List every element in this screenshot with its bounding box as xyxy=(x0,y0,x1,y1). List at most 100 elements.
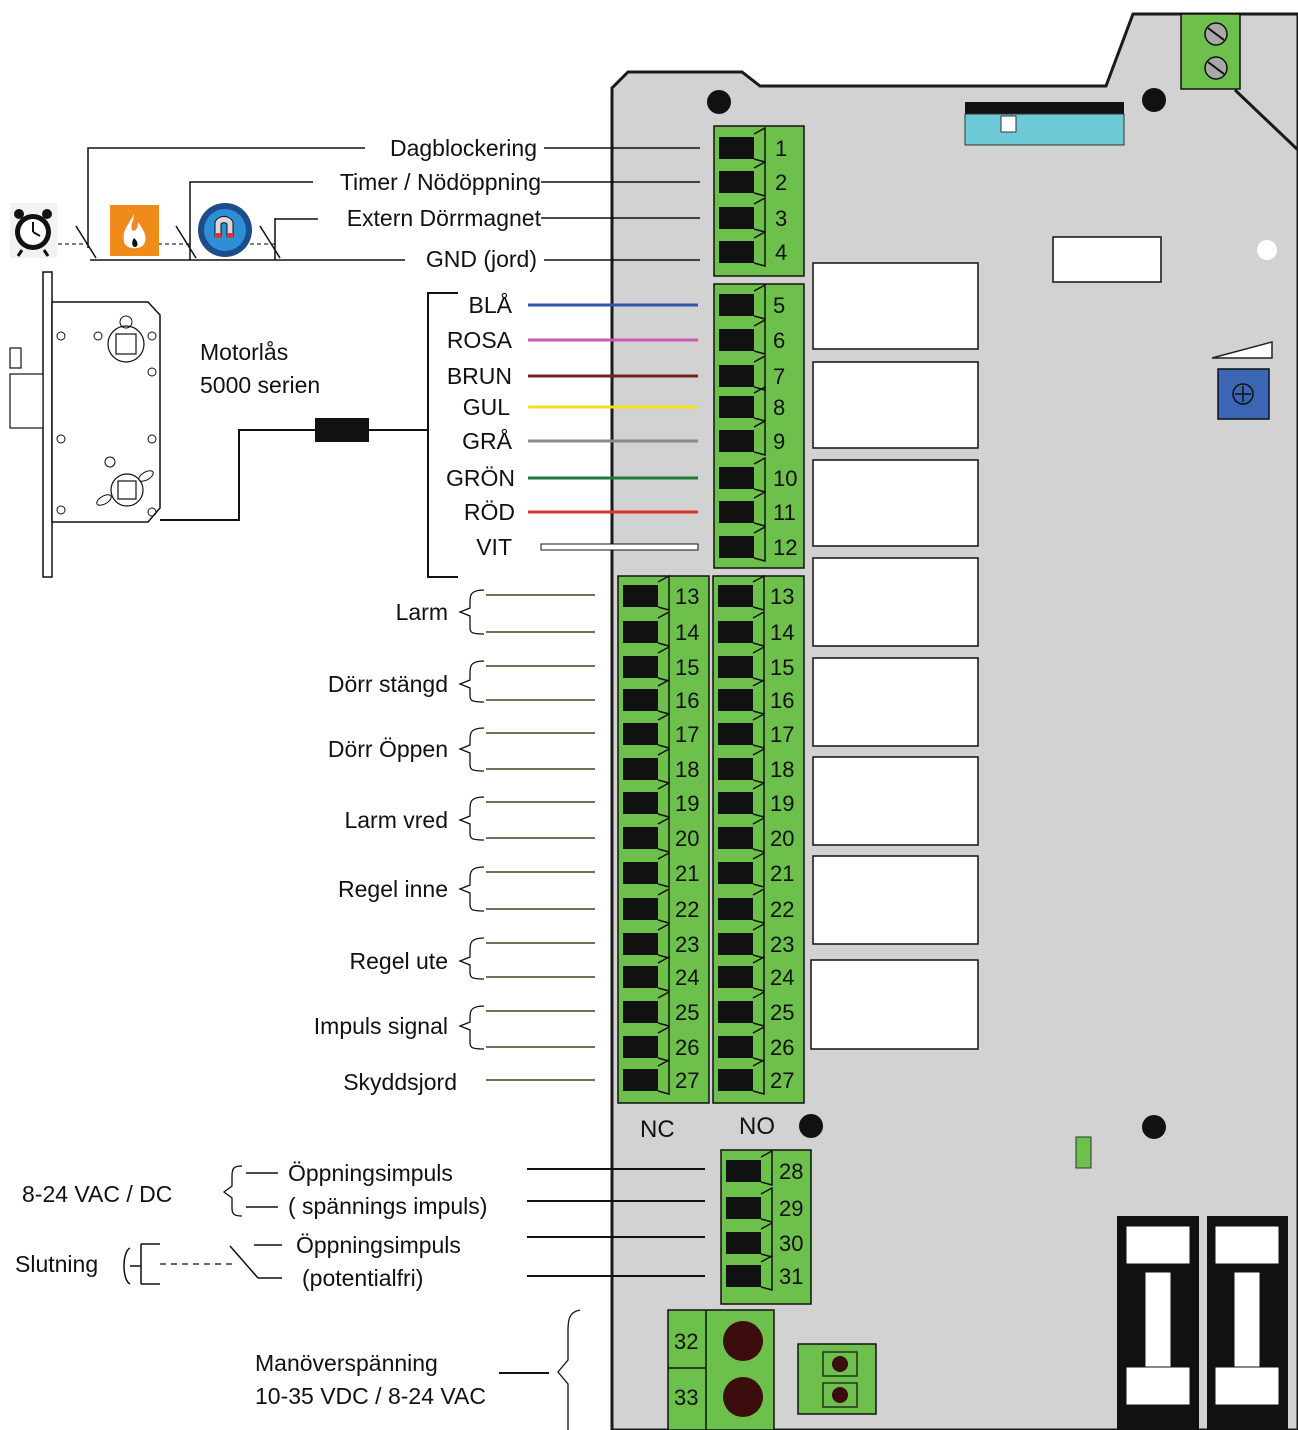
terminal-clamp xyxy=(623,758,658,780)
terminal-bevel xyxy=(657,610,670,647)
terminal-block-5-12 xyxy=(713,283,805,569)
terminal-clamp xyxy=(719,171,754,193)
terminal-number: 16 xyxy=(770,688,794,713)
terminal-clamp xyxy=(623,689,658,711)
terminal-clamp xyxy=(726,1160,761,1182)
terminal-clamp xyxy=(719,137,754,159)
wire-label: ROSA xyxy=(447,327,513,353)
wire-label: BRUN xyxy=(447,363,512,389)
volume-ramp xyxy=(1211,341,1273,359)
terminal-bevel xyxy=(657,574,670,611)
closing-label: Slutning xyxy=(15,1251,98,1277)
mounting-hole-empty xyxy=(1257,240,1277,260)
terminal-number: 30 xyxy=(779,1231,803,1256)
power-input: Manöverspänning 10-35 VDC / 8-24 VAC xyxy=(255,1309,581,1430)
fire-icon xyxy=(110,205,159,256)
terminal-bevel xyxy=(752,645,765,682)
screw-terminal xyxy=(723,1377,763,1417)
terminal-clamp xyxy=(719,329,754,351)
terminal-bevel xyxy=(752,712,765,749)
terminal-bevel xyxy=(760,1149,773,1186)
terminal-clamp xyxy=(623,723,658,745)
input-label-gnd: GND (jord) xyxy=(426,246,537,272)
terminal-bevel xyxy=(752,574,765,611)
terminal-clamp xyxy=(623,585,658,607)
output-bracket xyxy=(458,937,485,980)
terminal-bevel xyxy=(657,851,670,888)
terminal-number: 15 xyxy=(770,655,794,680)
terminal-bevel xyxy=(753,490,766,527)
lock-connector xyxy=(315,418,369,442)
mounting-hole xyxy=(799,1114,823,1138)
terminal-number: 19 xyxy=(770,791,794,816)
terminal-bevel xyxy=(753,160,766,197)
terminal-clamp xyxy=(623,1036,658,1058)
terminal-clamp xyxy=(718,656,753,678)
terminal-clamp xyxy=(718,862,753,884)
terminal-number: 25 xyxy=(770,1000,794,1025)
voltage-label: 8-24 VAC / DC xyxy=(22,1181,172,1207)
no-column-label: NO xyxy=(739,1113,775,1140)
terminal-bevel xyxy=(753,525,766,562)
terminal-clamp xyxy=(719,396,754,418)
terminal-number: 6 xyxy=(773,328,785,353)
terminal-number: 7 xyxy=(773,364,785,389)
mounting-hole xyxy=(707,90,731,114)
terminal-number: 10 xyxy=(773,466,797,491)
lock-body xyxy=(51,301,161,523)
terminal-number: 19 xyxy=(675,791,699,816)
terminal-clamp xyxy=(726,1265,761,1287)
wire-label: GUL xyxy=(463,394,511,420)
lock-title: Motorlås xyxy=(200,339,288,365)
terminal-bevel xyxy=(657,781,670,818)
output-label: Regel ute xyxy=(350,948,448,974)
terminal-clamp xyxy=(718,966,753,988)
push-button-icon xyxy=(123,1243,259,1285)
terminal-bevel xyxy=(752,851,765,888)
terminal-bevel xyxy=(657,645,670,682)
terminal-bevel xyxy=(657,990,670,1027)
terminal-bevel xyxy=(657,1025,670,1062)
relay xyxy=(812,361,979,449)
terminal-bevel xyxy=(753,419,766,456)
terminal-number: 24 xyxy=(675,965,699,990)
output-label: Dörr stängd xyxy=(328,671,448,697)
terminal-number: 23 xyxy=(770,932,794,957)
screw-terminal xyxy=(723,1321,763,1361)
terminal-bevel xyxy=(760,1186,773,1223)
wire-line xyxy=(540,543,699,551)
terminal-bevel xyxy=(753,456,766,493)
mounting-hole xyxy=(1142,1115,1166,1139)
terminal-bevel xyxy=(752,1058,765,1095)
terminal-bevel xyxy=(752,887,765,924)
output-label: Dörr Öppen xyxy=(328,736,448,762)
terminal-number: 2 xyxy=(775,170,787,195)
terminal-number: 16 xyxy=(675,688,699,713)
terminal-clamp xyxy=(623,966,658,988)
terminal-clamp xyxy=(623,792,658,814)
terminal-bevel xyxy=(752,990,765,1027)
terminal-clamp xyxy=(726,1232,761,1254)
terminal-number: 24 xyxy=(770,965,794,990)
voltage-impulse-line1: Öppningsimpuls xyxy=(288,1160,453,1186)
terminal-clamp xyxy=(718,758,753,780)
motor-lock: Motorlås 5000 serien xyxy=(9,271,458,578)
terminal-clamp xyxy=(623,827,658,849)
opening-inputs: 8-24 VAC / DC Öppningsimpuls ( spännings… xyxy=(15,1160,705,1291)
magnet-icon xyxy=(198,203,252,257)
terminal-number: 11 xyxy=(773,500,796,525)
terminal-number: 9 xyxy=(773,429,785,454)
output-label: Impuls signal xyxy=(314,1013,448,1039)
terminal-number: 29 xyxy=(779,1196,803,1221)
output-bracket xyxy=(458,727,485,772)
terminal-clamp xyxy=(719,294,754,316)
terminal-number: 12 xyxy=(773,535,797,560)
terminal-number: 27 xyxy=(675,1068,699,1093)
terminal-number: 21 xyxy=(675,861,699,886)
terminal-number: 20 xyxy=(675,826,699,851)
terminal-clamp xyxy=(719,430,754,452)
output-label: Larm xyxy=(396,599,448,625)
relay xyxy=(812,557,979,647)
terminal-clamp xyxy=(718,585,753,607)
